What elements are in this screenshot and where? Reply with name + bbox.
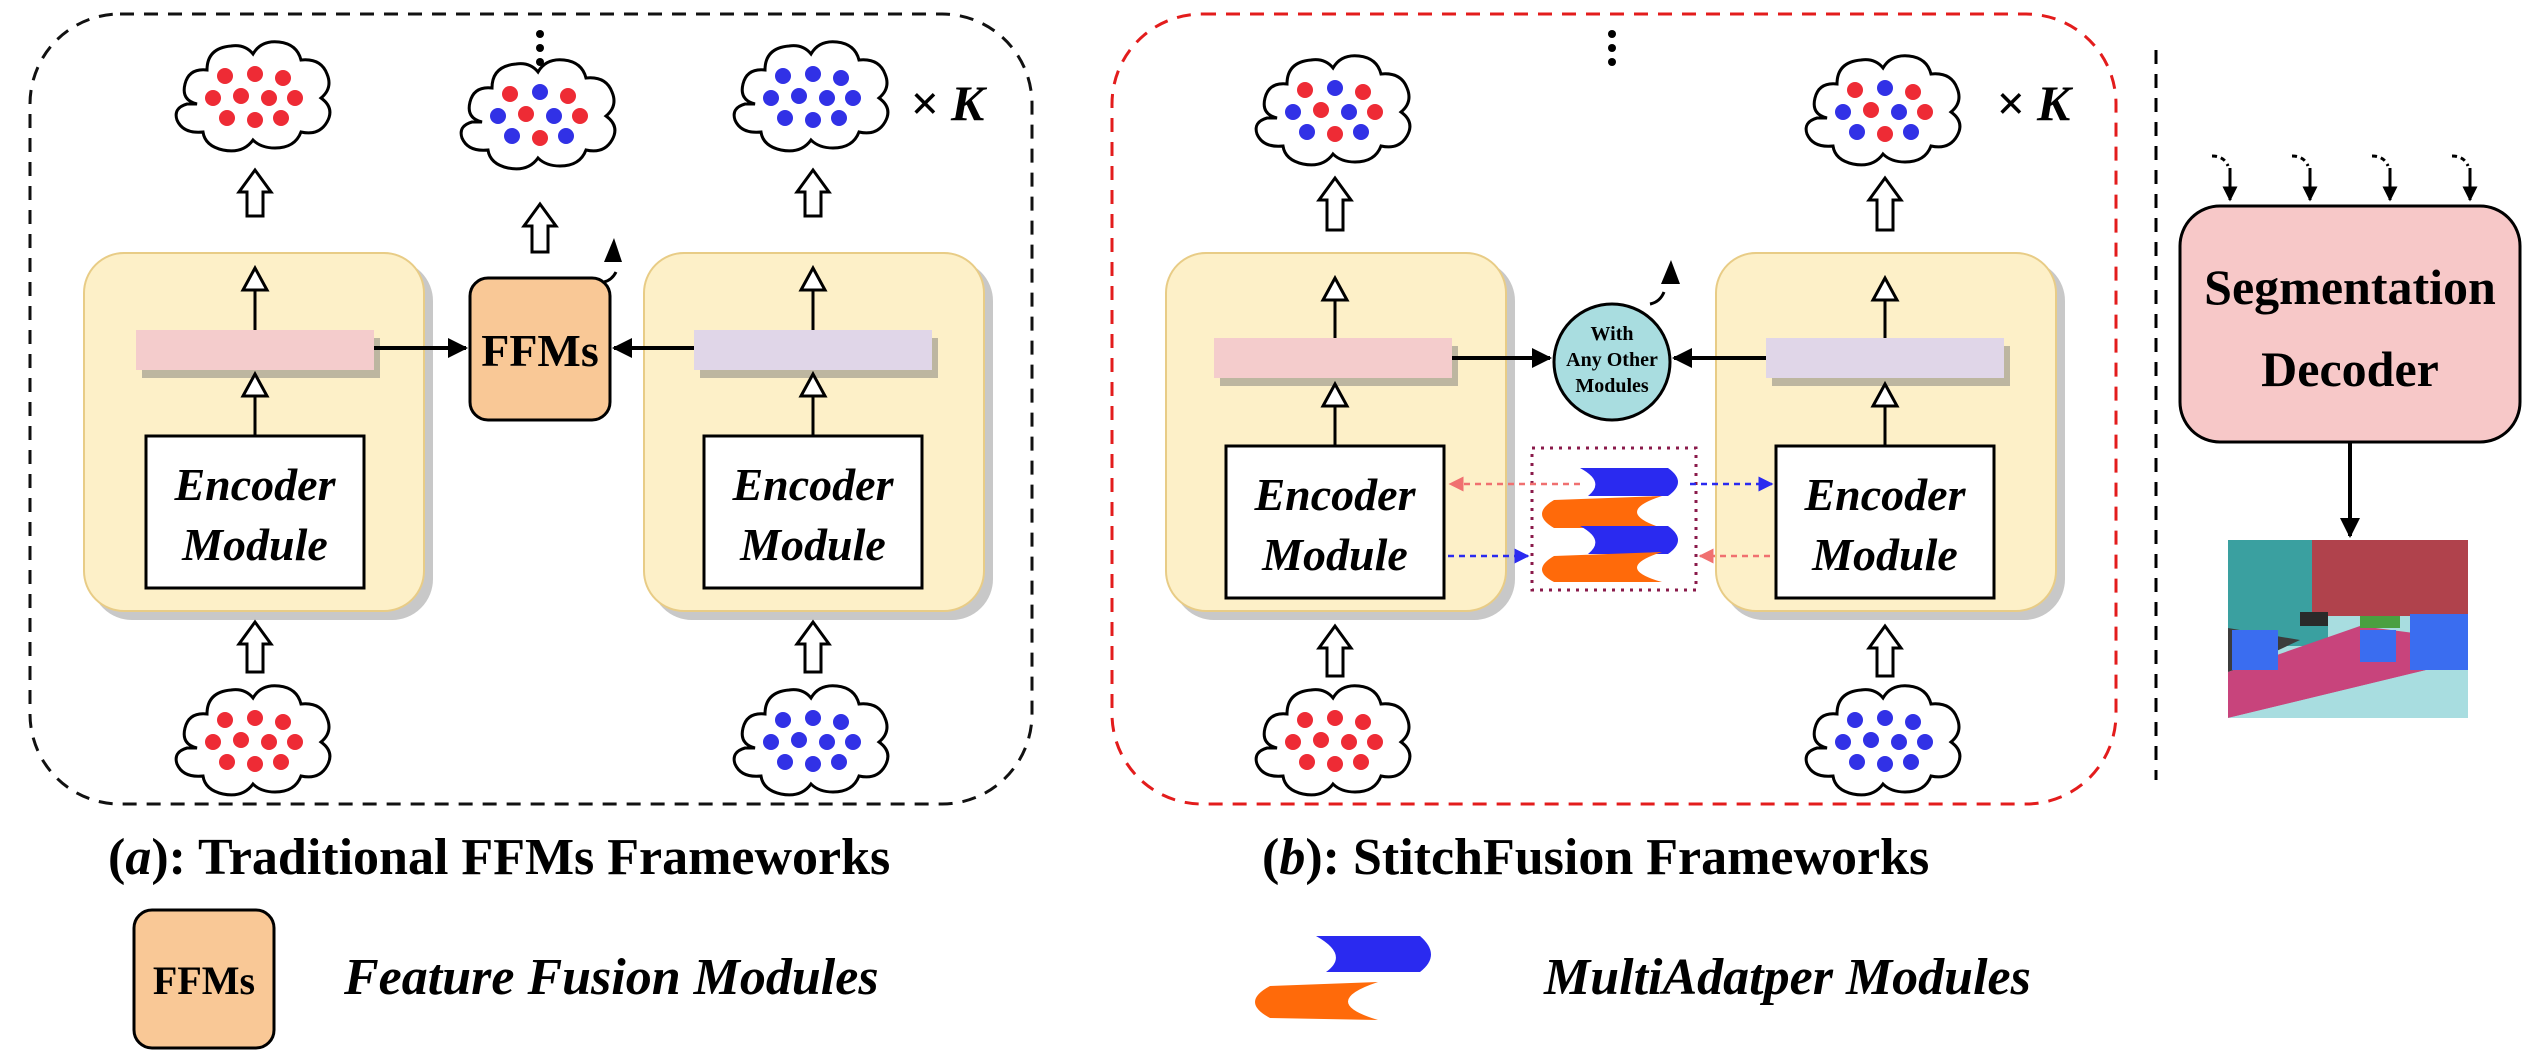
panel-b-top-left-cloud-icon [1254, 54, 1412, 167]
segmentation-decoder-block: Segmentation Decoder [2178, 204, 2522, 444]
panel-b-right-encoder-label-2: Module [1811, 529, 1958, 580]
decoder-input-arrows [2211, 154, 2478, 202]
panel-a-right-encoder-label-2: Module [739, 519, 886, 570]
panel-b-left-encoder-label-2: Module [1261, 529, 1408, 580]
panel-b-top-right-cloud-icon [1804, 54, 1962, 167]
panel-b-times-k: × K [1996, 75, 2074, 131]
panel-b-caption: (b): StitchFusion Frameworks [1262, 829, 1929, 886]
panel-b-other-modules-circle: With Any Other Modules [1552, 302, 1672, 422]
adapter-blue-shape-1 [1580, 468, 1678, 496]
panel-b-ellipsis [1608, 30, 1616, 66]
panel-a-right-input-arrow [794, 619, 832, 674]
panel-b-left-encoder-label-1: Encoder [1254, 469, 1417, 520]
legend-ffm-text: Feature Fusion Modules [343, 949, 879, 1006]
legend-ffm-box: FFMs [132, 908, 276, 1050]
panel-b-right-output-arrow [1866, 175, 1904, 232]
panel-b-multiadapter-group [1530, 446, 1698, 592]
panel-b-module-line-2: Any Other [1566, 349, 1658, 371]
panel-a-right-encoder-label-1: Encoder [732, 459, 895, 510]
legend-adapter-text: MultiAdatper Modules [1543, 949, 2031, 1006]
panel-b-right-input-arrow [1866, 623, 1904, 678]
adapter-blue-shape-2 [1580, 526, 1678, 554]
panel-a-caption: (a): Traditional FFMs Frameworks [108, 829, 890, 886]
legend-adapter-icon [1255, 936, 1431, 1020]
panel-a-top-right-cloud-icon [732, 40, 890, 153]
decoder-label-2: Decoder [2261, 341, 2439, 397]
panel-a-bottom-right-cloud-icon [732, 684, 890, 797]
panel-a-bottom-left-cloud-icon [174, 684, 332, 797]
panel-a-caption-text: ): Traditional FFMs Frameworks [151, 829, 890, 886]
panel-b-caption-text: ): StitchFusion Frameworks [1305, 829, 1929, 886]
panel-a-top-left-cloud-icon [174, 40, 332, 153]
legend-ffm-box-label: FFMs [153, 958, 255, 1003]
panel-a-right-feature-bar [694, 330, 932, 370]
panel-a-left-feature-bar [136, 330, 374, 370]
adapter-orange-shape-1 [1542, 496, 1662, 528]
panel-a-right-output-arrow [794, 167, 832, 218]
adapter-orange-shape-2 [1542, 552, 1662, 582]
panel-a-ellipsis [536, 30, 544, 66]
segmentation-output-icon [2228, 540, 2468, 718]
panel-b-left-input-arrow [1316, 623, 1354, 678]
panel-b-caption-letter: b [1279, 829, 1305, 886]
decoder-label-1: Segmentation [2204, 259, 2496, 315]
panel-b-border [1110, 12, 2118, 806]
panel-a-times-k: × K [910, 75, 988, 131]
panel-b-left-feature-bar [1214, 338, 1452, 378]
panel-a-top-ffm-cloud-icon [459, 58, 617, 171]
panel-b-bottom-right-cloud-icon [1804, 684, 1962, 797]
panel-b-right-encoder-label-1: Encoder [1804, 469, 1967, 520]
panel-a-border [28, 12, 1034, 806]
panel-a-left-output-arrow [236, 167, 274, 218]
panel-b-right-feature-bar [1766, 338, 2004, 378]
panel-b-bottom-left-cloud-icon [1254, 684, 1412, 797]
panel-a-left-encoder-label-2: Module [181, 519, 328, 570]
panel-a-caption-letter: a [125, 829, 151, 886]
panel-a-ffm-output-arrow [521, 201, 559, 254]
panel-a-left-input-arrow [236, 619, 274, 674]
panel-a-ffm-label: FFMs [481, 325, 599, 376]
panel-a-left-encoder-label-1: Encoder [174, 459, 337, 510]
panel-b-left-output-arrow [1316, 175, 1354, 232]
panel-b-module-line-3: Modules [1575, 375, 1649, 397]
panel-b-module-line-1: With [1591, 323, 1634, 345]
panel-a-ffm-box: FFMs [468, 276, 612, 422]
